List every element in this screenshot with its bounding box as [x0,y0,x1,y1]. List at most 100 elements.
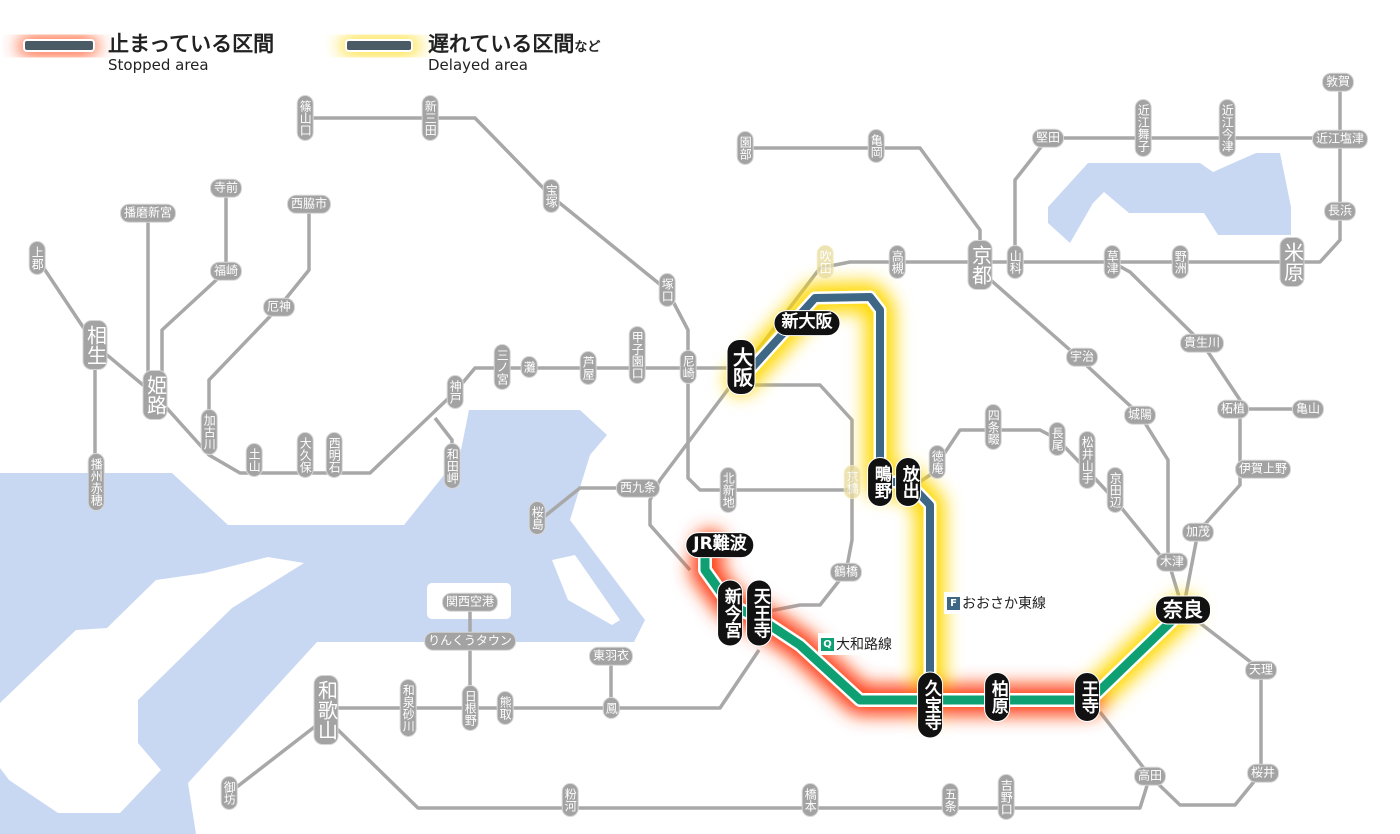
station[interactable]: 近江今津 [1218,99,1236,157]
station[interactable]: 鳳 [602,697,620,719]
station[interactable]: 相生 [82,320,108,370]
station[interactable]: 松井山手 [1078,431,1096,489]
station[interactable]: 亀山 [1291,399,1325,419]
station[interactable]: 芦屋 [579,351,597,385]
station[interactable]: 甲子園口 [628,326,646,384]
station[interactable]: 貴生川 [1179,333,1225,353]
station[interactable]: 城陽 [1123,405,1157,425]
station-kyuhoji[interactable]: 久宝寺 [917,671,943,739]
station[interactable]: 姫路 [142,370,168,420]
station[interactable]: 塚口 [658,273,676,307]
line-sagano [745,146,982,265]
station[interactable]: 寺前 [209,178,243,198]
station[interactable]: 西九条 [615,478,661,498]
station[interactable]: 桜島 [528,501,546,535]
station[interactable]: 伊賀上野 [1234,459,1292,479]
station[interactable]: 天理 [1244,660,1278,680]
station[interactable]: 神戸 [446,375,464,409]
station[interactable]: 北新地 [719,467,737,513]
station[interactable]: 尼崎 [679,350,697,384]
line-tozai [686,367,852,492]
station[interactable]: 木津 [1155,552,1189,572]
station[interactable]: 四条畷 [984,404,1002,450]
station-jr-namba[interactable]: JR難波 [685,532,755,558]
station[interactable]: 近江塩津 [1311,129,1369,149]
station[interactable]: 山科 [1006,245,1024,279]
station[interactable]: 柘植 [1216,399,1250,419]
line-label-yamatoji[interactable]: Q 大和路線 [818,633,895,655]
legend-delayed-label: 遅れている区間など [428,28,600,58]
station[interactable]: 日根野 [461,685,479,731]
station[interactable]: 上郡 [28,241,46,275]
station-tennoji[interactable]: 天王寺 [746,579,772,647]
station[interactable]: 京橋 [843,465,861,499]
station[interactable]: 大久保 [296,432,314,478]
highlighted-lines [698,290,1188,707]
station[interactable]: 園部 [736,131,754,165]
station[interactable]: 厄神 [262,297,296,317]
station[interactable]: 鶴橋 [829,562,863,582]
station[interactable]: 土山 [245,443,263,477]
station[interactable]: 桜井 [1246,763,1280,783]
station[interactable]: 宝塚 [542,179,560,213]
station-shin-osaka[interactable]: 新大阪 [773,310,841,336]
line-kisei [227,716,328,795]
line-loop-east [741,383,854,615]
station-hanaten[interactable]: 放出 [895,457,921,507]
line-symbol-q-icon: Q [821,637,834,651]
station-shigino[interactable]: 鴫野 [867,457,893,507]
station-osaka[interactable]: 大阪 [726,339,756,395]
line-sakurai [1098,608,1263,807]
station[interactable]: 徳庵 [928,445,946,479]
station[interactable]: 宇治 [1065,347,1099,367]
station[interactable]: 長浜 [1323,201,1357,221]
station[interactable]: 西明石 [325,432,343,478]
lake-biwa [1048,153,1291,243]
station-shin-imamiya[interactable]: 新今宮 [717,579,743,647]
station[interactable]: 近江舞子 [1134,99,1152,157]
station-kashiwara[interactable]: 柏原 [984,672,1010,722]
station[interactable]: 和歌山 [313,675,339,745]
station-nara[interactable]: 奈良 [1155,595,1211,625]
line-bantan [160,188,228,398]
station[interactable]: 篠山口 [296,95,314,141]
station[interactable]: 灘 [520,356,538,378]
station[interactable]: 草津 [1103,245,1121,279]
station[interactable]: 西脇市 [286,194,332,214]
station[interactable]: 敦賀 [1321,72,1355,92]
station[interactable]: りんくうタウン [424,631,516,651]
station[interactable]: 御坊 [220,776,238,810]
station[interactable]: 東羽衣 [588,646,634,666]
station[interactable]: 和田岬 [443,443,461,489]
station[interactable]: 新三田 [421,95,439,141]
station[interactable]: 三ノ宮 [493,344,511,390]
station[interactable]: 長尾 [1048,422,1066,456]
station[interactable]: 粉河 [561,783,579,817]
station[interactable]: 福崎 [209,261,243,281]
station[interactable]: 橋本 [801,783,819,817]
station[interactable]: 加古川 [200,409,218,455]
station[interactable]: 京都 [967,240,993,290]
line-label-osaka-higashi[interactable]: F おおさか東線 [944,592,1049,614]
station[interactable]: 熊取 [496,691,514,725]
station[interactable]: 和泉砂川 [399,679,417,737]
station[interactable]: 米原 [1279,237,1305,287]
station[interactable]: 堅田 [1031,128,1065,148]
line-gakkentoshi [907,428,1174,572]
line-fukuchiyama [305,116,690,367]
station[interactable]: 加茂 [1181,522,1215,542]
line-loop-west [648,370,743,572]
station[interactable]: 高槻 [888,245,906,279]
station[interactable]: 関西空港 [441,592,499,612]
station[interactable]: 京田辺 [1106,467,1124,513]
station[interactable]: 播州赤穂 [87,453,105,511]
station[interactable]: 五条 [941,783,959,817]
station[interactable]: 野洲 [1171,245,1189,279]
station[interactable]: 亀岡 [867,129,885,163]
legend-delayed-suffix: など [574,40,601,55]
station-oji[interactable]: 王寺 [1074,672,1100,722]
station[interactable]: 吹田 [816,245,834,279]
station[interactable]: 播磨新宮 [119,203,177,223]
station[interactable]: 高田 [1133,766,1167,786]
station[interactable]: 吉野口 [997,774,1015,820]
